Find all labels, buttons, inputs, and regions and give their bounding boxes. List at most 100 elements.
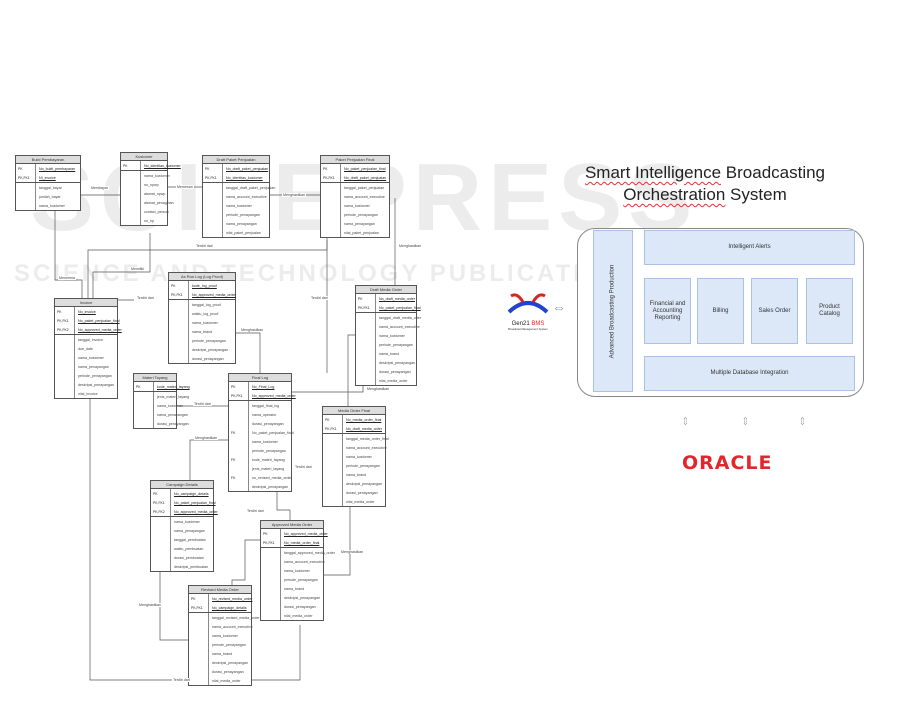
title-word-orchestration: Orchestration (623, 185, 726, 204)
attribute-row: nama_kustomer (121, 171, 170, 180)
attribute-field: nama_brand (208, 649, 251, 658)
label-menerima: Menerima (58, 276, 76, 280)
module-advanced-broadcasting-production[interactable]: Advanced Broadcasting Production (593, 230, 633, 392)
link-campaign-revised (159, 560, 188, 641)
key-field: No_paket_penjualan_final (74, 316, 120, 325)
attribute-field: waktu_log_proof (188, 309, 235, 318)
attribute-row: deskripsi_penayangan (261, 593, 323, 602)
attribute-field: periode_penayangan (222, 210, 269, 219)
attribute-field: periode_penayangan (188, 336, 235, 345)
attribute-field: nama_kustomer (340, 201, 389, 210)
attribute-field: tanggal_invoice (74, 335, 117, 344)
key-field: No_identitas_kustomer (140, 161, 181, 170)
attribute-row: durasi_penayangan (189, 667, 251, 676)
attribute-field: periode_penayangan (74, 371, 117, 380)
key-type: PK,FK1 (191, 605, 203, 610)
attribute-row: deskripsi_penayangan (323, 479, 385, 488)
attribute-field: nama_account_executive (222, 192, 269, 201)
key-type: PK,FK1 (57, 318, 69, 323)
key-field: No_invoice (74, 307, 117, 316)
key-field: No_approved_media_order (248, 391, 296, 400)
attribute-row: nilai_paket_penjualan (203, 228, 269, 237)
attribute-row: nilai_invoice (55, 389, 117, 398)
bidirectional-arrow-icon: ⇔ (552, 299, 566, 315)
label-terdiri-dari-6: Terdiri dari (246, 509, 265, 513)
attribute-row: alamat_penagihan (121, 198, 174, 207)
attribute-field: nama_operator (248, 410, 291, 419)
attribute-field: periode_penayangan (248, 446, 291, 455)
link-draftmedia-finallog (292, 360, 364, 393)
module-product-catalog[interactable]: Product Catalog (806, 278, 853, 344)
attribute-field: nama_brand (188, 327, 235, 336)
key-field: No_approved_media_order (188, 290, 236, 299)
label-terdiri-dari-5: Terdiri dari (294, 465, 313, 469)
attribute-row: nama_brand (356, 349, 416, 358)
title-word-smart-intelligence: Smart Intelligence (584, 163, 722, 182)
key-type: PK (358, 296, 363, 301)
attribute-field: due_date (74, 344, 117, 353)
attribute-row: periode_penayangan (323, 461, 385, 470)
attribute-row: nama_brand (261, 584, 323, 593)
key-field: No_campaign_details (170, 489, 213, 498)
entity-title: Draft Media Order (356, 286, 416, 294)
attribute-row: contact_person (121, 207, 169, 216)
attribute-field: nama_penayangan (170, 526, 213, 535)
attribute-field: nama_account_executive (280, 557, 325, 566)
module-billing[interactable]: Billing (697, 278, 744, 344)
attribute-row: nama_kustomer (16, 201, 80, 210)
attribute-field: jenis_materi_tayang (248, 464, 291, 473)
attribute-field: contact_person (140, 207, 169, 216)
attribute-field: nama_brand (280, 584, 323, 593)
attribute-row: nama_penayangan (151, 526, 213, 535)
entity-title: As Run Log (Log Proof) (169, 273, 235, 281)
attribute-field: nama_penayangan (74, 362, 117, 371)
module-multiple-database-integration[interactable]: Multiple Database Integration (644, 356, 855, 391)
attribute-row: nama_kustomer (134, 401, 183, 410)
attribute-field: nilai_paket_penjualan (340, 228, 389, 237)
key-field: No_Final_Log (248, 382, 291, 391)
entity-title: Revised Media Order (189, 586, 251, 594)
key-type: PK (136, 384, 141, 389)
attribute-field: deskripsi_penayangan (280, 593, 323, 602)
attribute-field: durasi_penayangan (375, 367, 416, 376)
entity-title: Draft Paket Penjualan (203, 156, 269, 164)
entity-title: Campaign Details (151, 481, 213, 489)
attribute-row: deskripsi_penayangan (356, 358, 416, 367)
attribute-row: nama_kustomer (169, 318, 235, 327)
module-sales-order[interactable]: Sales Order (751, 278, 798, 344)
label-menghasilkan-5: Menghasilkan (194, 436, 219, 440)
entity-title: Bukti Pembayaran (16, 156, 80, 164)
attribute-row: tanggal_invoice (55, 335, 117, 344)
key-field: No_draft_media_order (342, 424, 385, 433)
key-type: PK,FK2 (57, 327, 69, 332)
label-memiliki: Memiliki (130, 267, 145, 271)
module-financial-accounting[interactable]: Financial and Accounting Reporting (644, 278, 691, 344)
entity-title: Approved Media Order (261, 521, 323, 529)
module-intelligent-alerts[interactable]: Intelligent Alerts (644, 230, 855, 265)
key-type: PK,FK2 (153, 509, 165, 514)
attribute-row: deskripsi_penayangan (55, 380, 117, 389)
